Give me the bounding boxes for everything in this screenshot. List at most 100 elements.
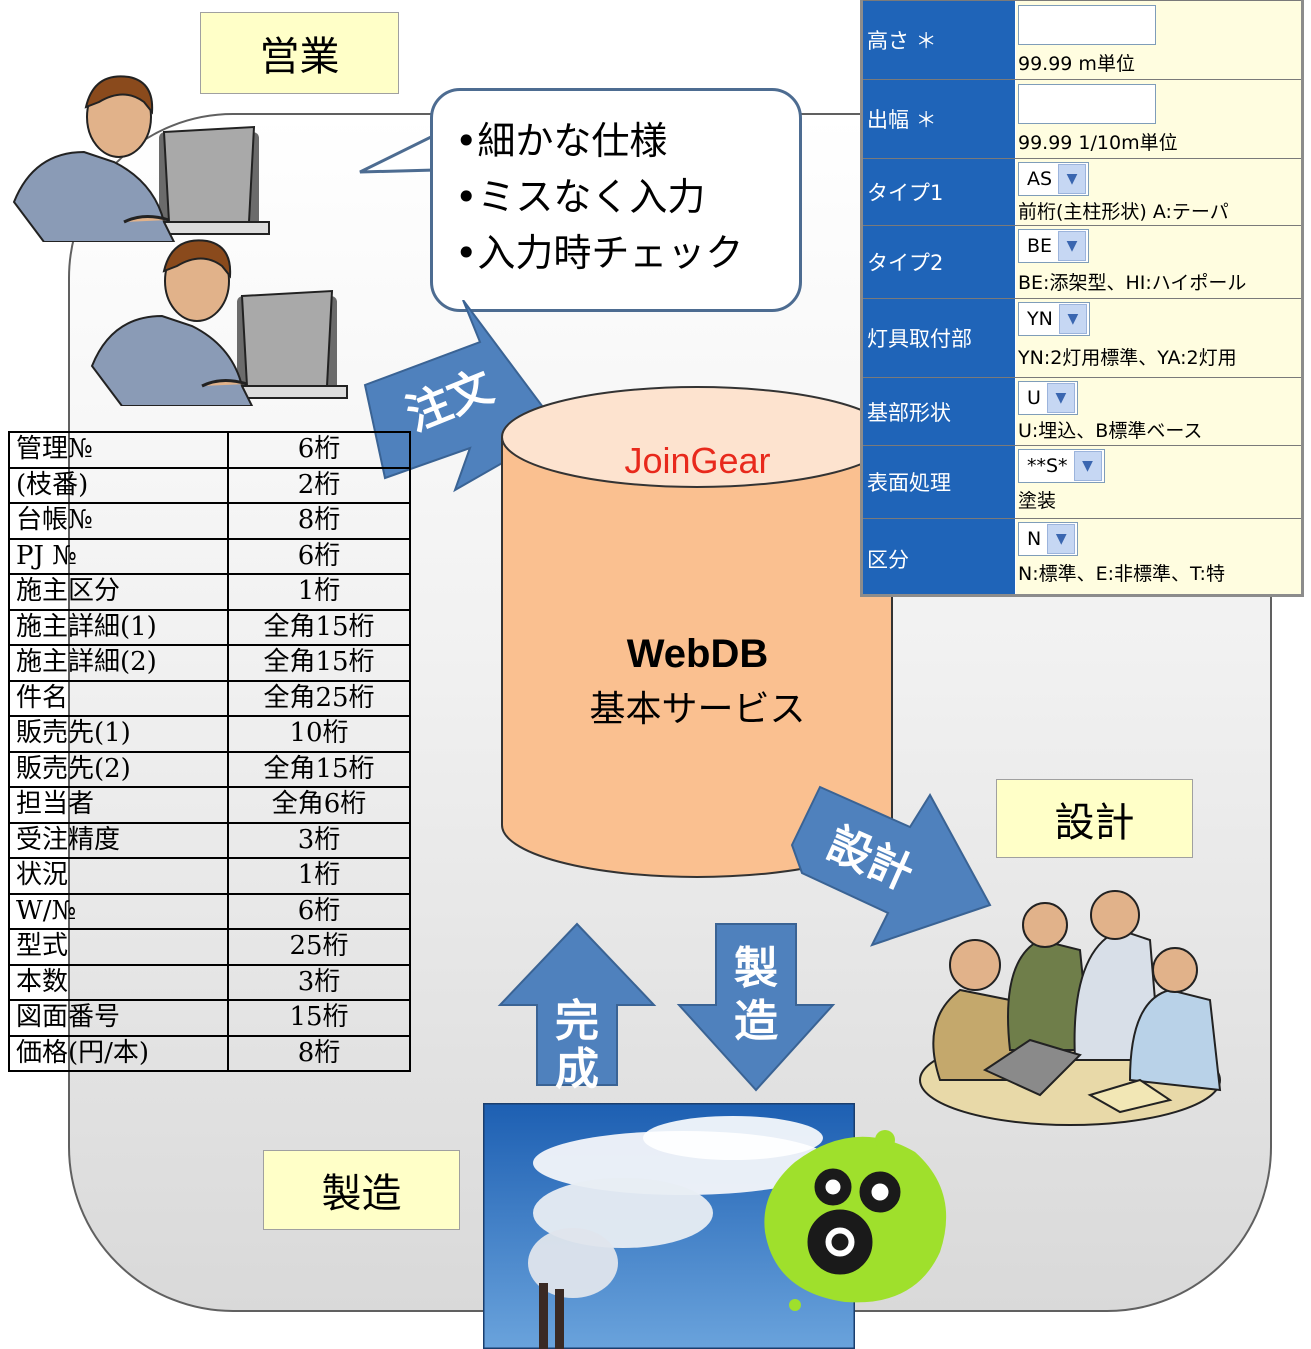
design-arrow bbox=[790, 785, 992, 947]
manufacture-arrow-label-2: 造 bbox=[734, 996, 778, 1047]
form-label: 灯具取付部 bbox=[863, 299, 1015, 377]
type1-hint: 前桁(主柱形状) A:テーパ bbox=[1018, 201, 1229, 223]
form-label: 区分 bbox=[863, 519, 1015, 594]
salesperson-icon bbox=[90, 239, 348, 406]
spec-digits: 8桁 bbox=[227, 1034, 411, 1072]
category-select[interactable]: N▼ bbox=[1018, 522, 1079, 556]
form-label: タイプ1 bbox=[863, 159, 1015, 225]
spec-row: 担当者全角6桁 bbox=[8, 786, 411, 824]
spec-digits: 3桁 bbox=[227, 821, 411, 859]
spec-digits: 1桁 bbox=[227, 573, 411, 611]
width-input[interactable] bbox=[1018, 84, 1156, 124]
manufacture-arrow-label-1: 製 bbox=[734, 943, 778, 994]
form-row-type2: タイプ2 BE▼ BE:添架型、HI:ハイポール bbox=[863, 225, 1301, 298]
type2-select[interactable]: BE▼ bbox=[1018, 229, 1090, 263]
spec-row: 販売先(2)全角15桁 bbox=[8, 750, 411, 788]
type1-select[interactable]: AS▼ bbox=[1018, 162, 1090, 196]
chevron-down-icon: ▼ bbox=[1058, 304, 1087, 334]
database-name: WebDB bbox=[626, 632, 769, 676]
height-hint: 99.99 m単位 bbox=[1018, 53, 1135, 75]
form-row-height: 高さ ＊ 99.99 m単位 bbox=[863, 0, 1301, 79]
spec-field: 台帳№ bbox=[8, 502, 229, 540]
gears-icon bbox=[764, 1130, 947, 1311]
category-hint: N:標準、E:非標準、T:特 bbox=[1018, 563, 1225, 585]
form-label: 基部形状 bbox=[863, 378, 1015, 445]
database-service: 基本サービス bbox=[589, 689, 806, 730]
spec-digits: 8桁 bbox=[227, 502, 411, 540]
spec-row: 施主詳細(1)全角15桁 bbox=[8, 608, 411, 646]
chevron-down-icon: ▼ bbox=[1047, 524, 1076, 554]
manufacture-label: 製造 bbox=[263, 1150, 460, 1230]
spec-field: 価格(円/本) bbox=[8, 1034, 229, 1072]
spec-field: 型式 bbox=[8, 928, 229, 966]
form-label: 出幅 ＊ bbox=[863, 80, 1015, 158]
form-row-category: 区分 N▼ N:標準、E:非標準、T:特 bbox=[863, 518, 1301, 594]
bubble-line: •入力時チェック bbox=[455, 231, 744, 275]
spec-digits: 全角15桁 bbox=[227, 644, 411, 682]
requirements-bubble: •細かな仕様 •ミスなく入力 •入力時チェック bbox=[430, 88, 802, 312]
order-form-panel: 高さ ＊ 99.99 m単位 出幅 ＊ 99.99 1/10m単位 タイプ1 A… bbox=[860, 0, 1304, 597]
design-team-icon bbox=[919, 890, 1222, 1126]
chevron-down-icon: ▼ bbox=[1073, 451, 1102, 481]
spec-row: 販売先(1)10桁 bbox=[8, 715, 411, 753]
chevron-down-icon: ▼ bbox=[1058, 231, 1087, 261]
width-hint: 99.99 1/10m単位 bbox=[1018, 132, 1178, 154]
database-brand: JoinGear bbox=[624, 440, 771, 481]
spec-digits: 10桁 bbox=[227, 715, 411, 753]
spec-digits: 3桁 bbox=[227, 963, 411, 1001]
spec-digits: 6桁 bbox=[227, 431, 411, 469]
spec-digits: 6桁 bbox=[227, 892, 411, 930]
spec-field: 施主詳細(1) bbox=[8, 608, 229, 646]
height-input[interactable] bbox=[1018, 5, 1156, 45]
form-label: タイプ2 bbox=[863, 226, 1015, 298]
bubble-line: •細かな仕様 bbox=[455, 119, 668, 163]
chevron-down-icon: ▼ bbox=[1058, 164, 1087, 194]
complete-arrow-label-1: 完 bbox=[555, 996, 599, 1047]
spec-field: 図面番号 bbox=[8, 999, 229, 1037]
spec-field: 担当者 bbox=[8, 786, 229, 824]
spec-field: 件名 bbox=[8, 679, 229, 717]
base-select[interactable]: U▼ bbox=[1018, 381, 1078, 415]
spec-digits: 2桁 bbox=[227, 466, 411, 504]
form-row-base: 基部形状 U▼ U:埋込、B標準ベース bbox=[863, 377, 1301, 445]
spec-field: 本数 bbox=[8, 963, 229, 1001]
complete-arrow bbox=[497, 922, 657, 1086]
spec-digits: 全角6桁 bbox=[227, 786, 411, 824]
spec-field: 受注精度 bbox=[8, 821, 229, 859]
spec-row: 件名全角25桁 bbox=[8, 679, 411, 717]
spec-field: PJ № bbox=[8, 537, 229, 575]
type2-hint: BE:添架型、HI:ハイポール bbox=[1018, 272, 1247, 294]
spec-field: 販売先(1) bbox=[8, 715, 229, 753]
form-row-type1: タイプ1 AS▼ 前桁(主柱形状) A:テーパ bbox=[863, 158, 1301, 225]
surface-select[interactable]: **S*▼ bbox=[1018, 449, 1105, 483]
lamp-select[interactable]: YN▼ bbox=[1018, 302, 1090, 336]
form-row-lamp: 灯具取付部 YN▼ YN:2灯用標準、YA:2灯用 bbox=[863, 298, 1301, 377]
complete-arrow-label-2: 成 bbox=[555, 1044, 599, 1095]
lamp-hint: YN:2灯用標準、YA:2灯用 bbox=[1018, 347, 1237, 369]
spec-field: (枝番) bbox=[8, 466, 229, 504]
chevron-down-icon: ▼ bbox=[1046, 383, 1075, 413]
spec-field: 状況 bbox=[8, 857, 229, 895]
bubble-line: •ミスなく入力 bbox=[455, 175, 706, 219]
spec-digits: 6桁 bbox=[227, 537, 411, 575]
spec-field: 管理№ bbox=[8, 431, 229, 469]
spec-digits: 25桁 bbox=[227, 928, 411, 966]
spec-digits: 全角15桁 bbox=[227, 750, 411, 788]
spec-row: (枝番)2桁 bbox=[8, 466, 411, 504]
form-label: 表面処理 bbox=[863, 446, 1015, 518]
spec-digits: 1桁 bbox=[227, 857, 411, 895]
form-row-width: 出幅 ＊ 99.99 1/10m単位 bbox=[863, 79, 1301, 158]
spec-field: 施主詳細(2) bbox=[8, 644, 229, 682]
sales-label: 営業 bbox=[200, 12, 399, 94]
spec-row: 施主詳細(2)全角15桁 bbox=[8, 644, 411, 682]
